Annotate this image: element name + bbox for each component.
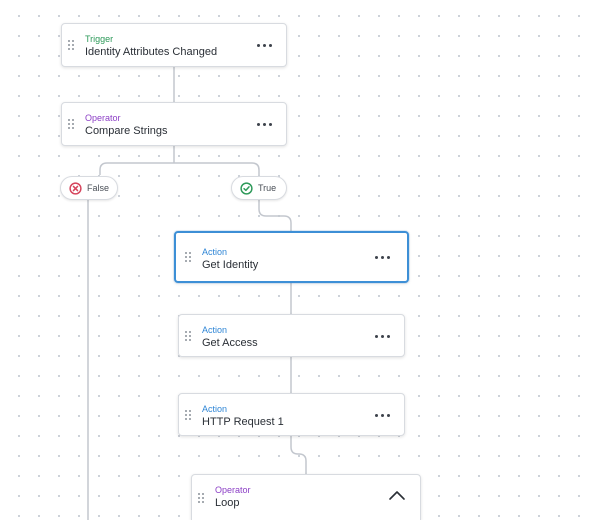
x-circle-icon (69, 182, 82, 195)
node-title: Identity Attributes Changed (85, 46, 218, 58)
more-options-icon[interactable] (256, 117, 274, 131)
false-branch-pill[interactable]: False (60, 176, 118, 200)
false-branch-label: False (87, 183, 110, 193)
more-options-icon[interactable] (374, 408, 392, 422)
node-type-label: Action (202, 325, 228, 335)
trigger-node[interactable]: Trigger Identity Attributes Changed (61, 23, 287, 67)
check-circle-icon (240, 182, 253, 195)
node-type-label: Operator (85, 113, 121, 123)
node-title: Get Identity (202, 259, 259, 271)
node-type-label: Trigger (85, 34, 114, 44)
drag-handle-icon[interactable] (185, 252, 193, 262)
true-branch-pill[interactable]: True (231, 176, 287, 200)
more-options-icon[interactable] (256, 38, 274, 52)
node-title: HTTP Request 1 (202, 416, 284, 428)
loop-node[interactable]: Operator Loop (191, 474, 421, 520)
node-title: Get Access (202, 337, 258, 349)
drag-handle-icon[interactable] (198, 493, 206, 503)
connector-true-to-get-identity (258, 200, 292, 232)
true-branch-label: True (258, 183, 277, 193)
more-options-icon[interactable] (374, 329, 392, 343)
connector-http-to-loop (290, 436, 307, 474)
drag-handle-icon[interactable] (68, 119, 76, 129)
node-type-label: Action (202, 404, 228, 414)
node-type-label: Action (202, 247, 228, 257)
chevron-up-icon[interactable] (388, 489, 406, 501)
drag-handle-icon[interactable] (185, 409, 193, 420)
drag-handle-icon[interactable] (68, 40, 76, 50)
http-request-node[interactable]: Action HTTP Request 1 (178, 393, 405, 436)
compare-strings-node[interactable]: Operator Compare Strings (61, 102, 287, 146)
node-title: Compare Strings (85, 125, 168, 137)
get-identity-node[interactable]: Action Get Identity (174, 231, 409, 283)
get-access-node[interactable]: Action Get Access (178, 314, 405, 357)
more-options-icon[interactable] (374, 250, 392, 264)
connector-branch-split (99, 162, 260, 175)
node-type-label: Operator (215, 485, 251, 495)
node-title: Loop (215, 497, 240, 509)
drag-handle-icon[interactable] (185, 330, 193, 341)
